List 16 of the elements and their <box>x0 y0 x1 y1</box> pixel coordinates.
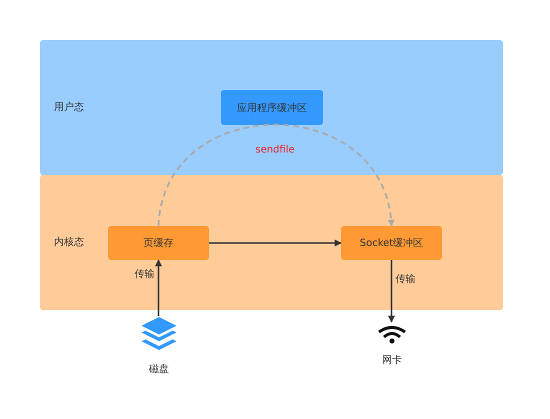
arrow <box>209 240 342 246</box>
layer-band <box>40 40 503 175</box>
edge-label: 传输 <box>394 272 416 286</box>
layer-label: 用户态 <box>54 100 84 114</box>
arrow <box>388 260 395 323</box>
dashed-arrow <box>158 124 394 227</box>
edge-label: sendfile <box>254 144 296 156</box>
device-label: 网卡 <box>382 354 402 367</box>
device-label: 磁盘 <box>149 363 169 376</box>
buffer-box: 页缓存 <box>108 226 209 260</box>
layer-label: 内核态 <box>54 236 84 249</box>
arrow <box>155 259 162 316</box>
layer-band <box>40 175 503 310</box>
buffer-box: Socket缓冲区 <box>341 226 442 260</box>
edge-label: 传输 <box>134 267 156 281</box>
buffer-box: 应用程序缓冲区 <box>221 90 323 125</box>
